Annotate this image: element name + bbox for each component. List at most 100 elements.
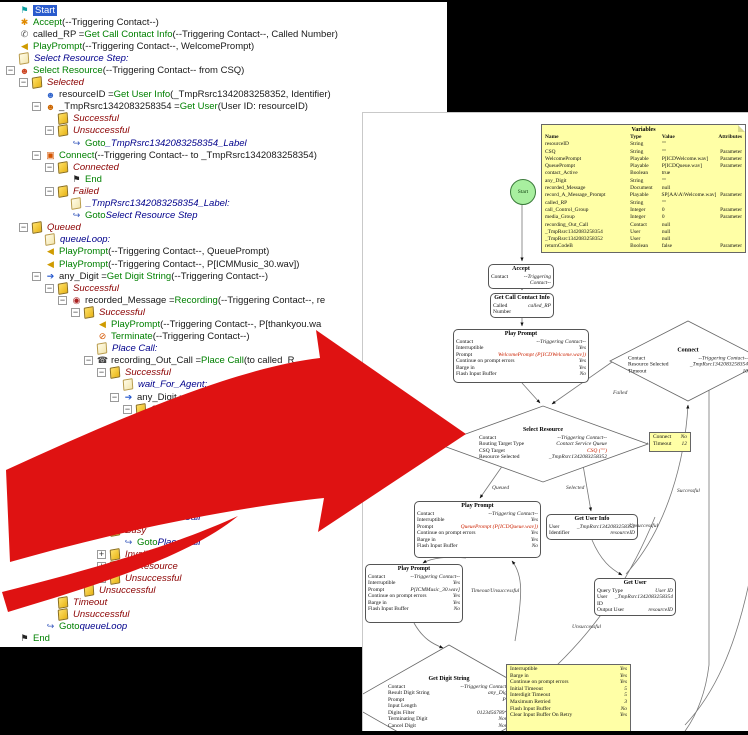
tree-row[interactable]: −Successful [0, 306, 447, 319]
collapse-toggle-icon[interactable]: − [45, 282, 54, 293]
flow-edge-label: Selected [566, 485, 585, 491]
tree-row-text: NoAnswer [125, 500, 169, 512]
tree-row-text: _TmpRsrc1342083258354_Label [105, 137, 247, 149]
tree-row[interactable]: −Unsuccessful [0, 124, 447, 138]
tree-row-text: (recording_Out_Call, rec [212, 415, 316, 427]
tree-row-text: Place Call [157, 512, 201, 524]
tree-row[interactable]: ✆called_RP = Get Call Contact Info (--Tr… [0, 28, 447, 40]
user-step-icon: ☻ [45, 101, 56, 112]
start-node[interactable]: Start [510, 179, 536, 205]
flow-edge-label: Failed [613, 390, 628, 396]
tree-row[interactable]: ◀PlayPrompt (--Triggering Contact--, P[t… [0, 318, 447, 330]
collapse-toggle-icon[interactable]: − [97, 500, 106, 511]
tree-row-text: Get Digit String [184, 391, 250, 403]
tree-row[interactable]: ↪Goto Select Resource Step [0, 210, 447, 222]
collapse-toggle-icon[interactable]: − [32, 149, 41, 160]
expand-toggle-icon[interactable]: + [97, 572, 106, 583]
collapse-toggle-icon[interactable]: − [123, 476, 132, 487]
tree-row[interactable]: −◉recorded_Message = Recording (--Trigge… [0, 294, 447, 306]
tree-row-text: (--Triggering Contact--) [152, 331, 250, 343]
tree-row-text: Select Resource Step [105, 210, 198, 222]
collapse-toggle-icon[interactable]: − [97, 524, 106, 535]
tree-row-text: Goto [137, 536, 158, 548]
collapse-toggle-icon[interactable]: − [45, 185, 54, 196]
collapse-toggle-icon[interactable]: − [123, 403, 132, 414]
tree-row[interactable]: ⚑End [0, 173, 447, 185]
tree-row[interactable]: −➔any_Digit = Get Digit String (--Trigge… [0, 270, 447, 282]
branch-tag-icon [109, 366, 121, 380]
tree-row[interactable]: − Selected [0, 76, 447, 89]
collapse-toggle-icon[interactable]: − [45, 161, 54, 172]
tree-row[interactable]: ⚑Start [0, 4, 447, 16]
tree-row-text: queueLoop: [60, 234, 111, 246]
tree-row-text: End [163, 439, 180, 451]
collapse-toggle-icon[interactable]: − [32, 270, 41, 281]
collapse-toggle-icon[interactable]: − [6, 65, 15, 76]
tree-row[interactable]: Select Resource Step: [0, 52, 447, 65]
collapse-toggle-icon[interactable]: − [58, 294, 67, 305]
tree-row-text: Selected [47, 77, 84, 89]
flow-diamond-select-resource[interactable] [436, 405, 650, 483]
tree-row-text: Connected [73, 161, 119, 173]
tree-row[interactable]: Unsuccessful [0, 608, 447, 622]
tree-row[interactable]: ☻resourceID = Get User Info (_TmpRsrc134… [0, 89, 447, 101]
tree-row[interactable]: −☻Select Resource (--Triggering Contact-… [0, 64, 447, 76]
tree-row-text: _TmpRsrc1342083258354 = [59, 101, 180, 113]
tree-row[interactable]: ↪Goto queueLoop [0, 621, 447, 633]
collapse-toggle-icon[interactable]: − [123, 452, 132, 463]
tree-row[interactable]: ◀PlayPrompt (--Triggering Contact--, P[I… [0, 258, 447, 270]
collapse-toggle-icon[interactable]: − [19, 222, 28, 233]
branch-tag-icon [31, 221, 43, 235]
collapse-toggle-icon[interactable]: − [32, 101, 41, 112]
tree-row-text: Get User [179, 101, 218, 113]
tree-row[interactable]: ↪Goto _TmpRsrc1342083258354_Label [0, 137, 447, 149]
tree-row[interactable]: −☻_TmpRsrc1342083258354 = Get User (User… [0, 101, 447, 113]
tree-row-text: Busy [125, 524, 147, 536]
tree-row[interactable]: ◀PlayPrompt (--Triggering Contact--, Wel… [0, 40, 447, 52]
tree-row[interactable]: _TmpRsrc1342083258354_Label: [0, 197, 447, 210]
tree-row[interactable]: queueLoop: [0, 233, 447, 247]
flow-diamond-connect[interactable] [609, 320, 748, 402]
collapse-toggle-icon[interactable]: − [110, 391, 119, 402]
flow-edge-label: Unsuccessful [572, 624, 602, 630]
tree-row-text: (to called_R [243, 355, 295, 367]
expand-toggle-icon[interactable]: + [97, 548, 106, 559]
tree-row[interactable]: Successful [0, 112, 447, 126]
collapse-toggle-icon[interactable]: − [97, 367, 106, 378]
collapse-toggle-icon[interactable]: − [45, 125, 54, 136]
tree-row[interactable]: − Connected [0, 160, 447, 174]
tree-row[interactable]: −▣Connect (--Triggering Contact-- to _Tm… [0, 149, 447, 161]
tree-row[interactable]: −Queued [0, 221, 447, 235]
tree-row[interactable]: −Successful [0, 281, 447, 295]
tree-row-text: Terminate [163, 427, 205, 439]
expand-toggle-icon[interactable]: + [97, 560, 106, 571]
tree-row[interactable]: ✱Accept (--Triggering Contact--) [0, 16, 447, 28]
collapse-toggle-icon[interactable]: − [19, 77, 28, 88]
tree-row[interactable]: −Failed [0, 185, 447, 198]
collapse-toggle-icon[interactable]: − [71, 306, 80, 317]
tree-row[interactable]: ⚑End [0, 633, 447, 645]
tree-row-text: Get User Info [113, 89, 171, 101]
collapse-toggle-icon[interactable]: − [84, 355, 93, 366]
tree-row[interactable]: ◀PlayPrompt (--Triggering Contact--, Que… [0, 246, 447, 258]
tree-row-text: (--Triggering Contact-- from CSQ) [102, 65, 245, 77]
flow-edge-label: Queued [492, 485, 510, 491]
